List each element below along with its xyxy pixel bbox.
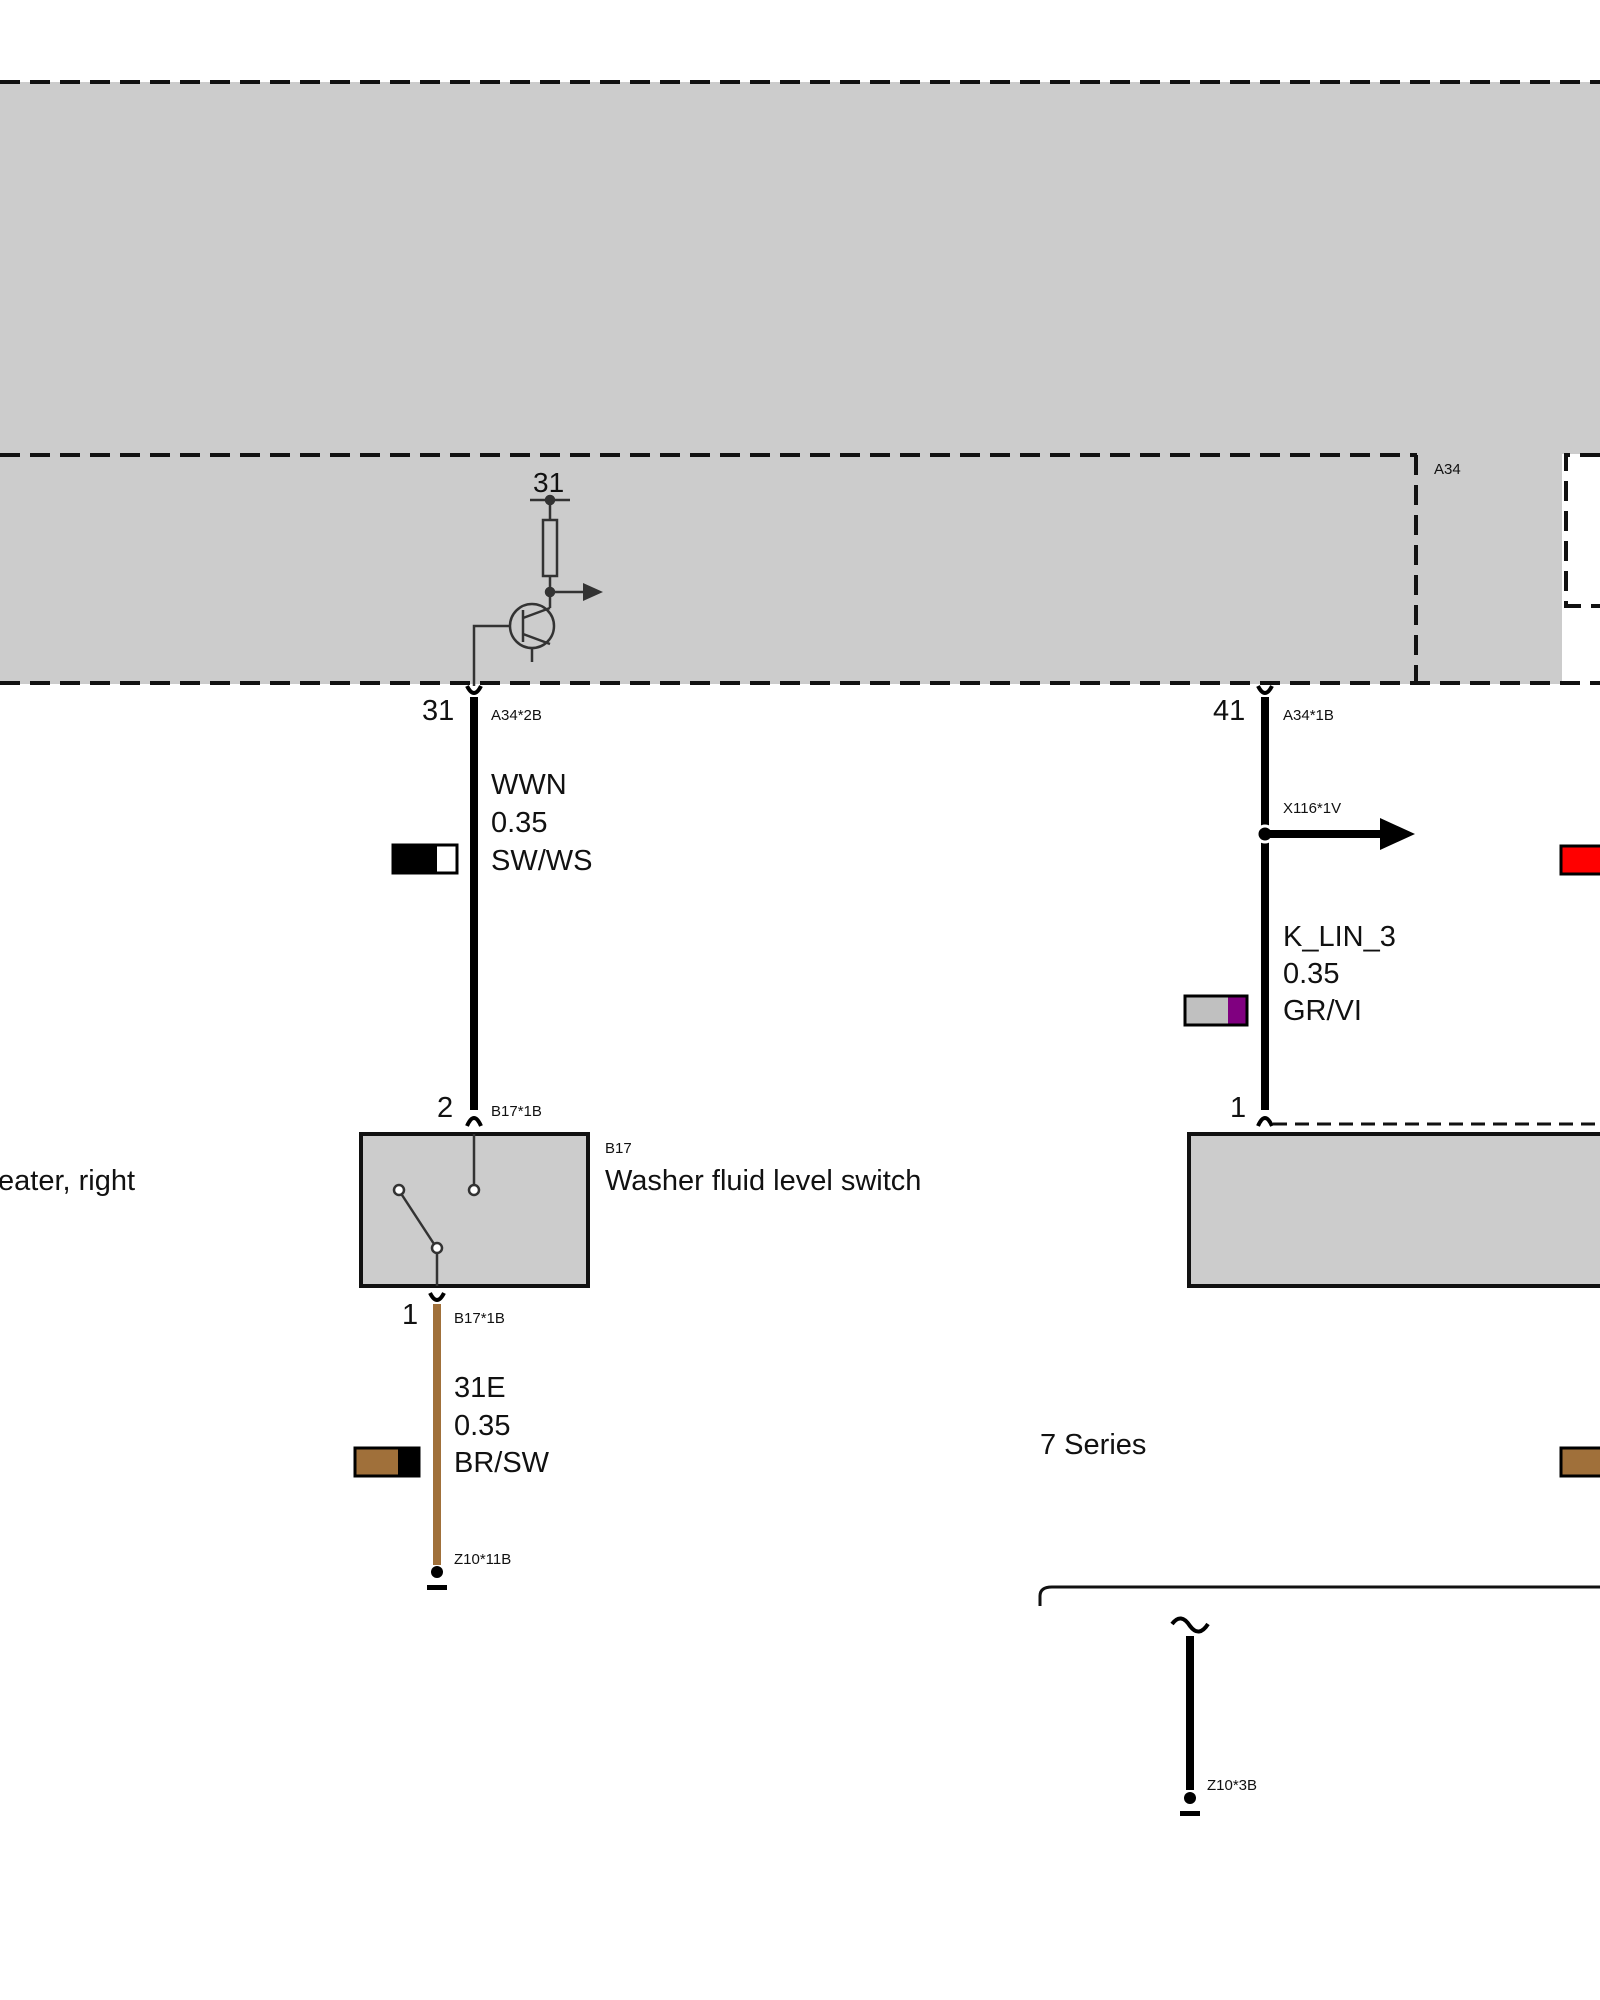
- switch-pivot-top: [392, 1183, 406, 1197]
- wire-31e-color-swatch: [353, 1446, 421, 1478]
- wire-k-lin-3-color-code: GR/VI: [1283, 995, 1362, 1027]
- wire-31e-color-code: BR/SW: [454, 1447, 550, 1479]
- wire-k-lin-3-color-swatch: [1183, 994, 1249, 1027]
- component-b17-id: B17: [605, 1140, 632, 1157]
- ground-z10-3b-node: [1184, 1792, 1196, 1804]
- connector-a34-31-icon: [465, 685, 483, 695]
- wire-wwn: 31 A34*2B WWN 0.35 SW/WS 2 B17*1B: [391, 685, 593, 1127]
- module-a34-label: A34: [1434, 461, 1461, 478]
- component-b17: B17 Washer fluid level switch: [359, 1132, 921, 1288]
- connector-b17-2-icon: [465, 1116, 483, 1127]
- splice-x116-label: X116*1V: [1283, 800, 1341, 817]
- connector-b17-1-icon: [428, 1292, 446, 1302]
- component-left-partial-name: eater, right: [0, 1165, 135, 1197]
- connector-a34-41-icon: [1256, 685, 1274, 695]
- module-a34-notch-fill: [1418, 454, 1562, 684]
- ground-z10-3b-label: Z10*3B: [1207, 1777, 1257, 1794]
- component-right-box: [1187, 1132, 1600, 1288]
- component-right: [1187, 1122, 1600, 1288]
- ground-z10-11b-label: Z10*11B: [454, 1551, 511, 1568]
- pin-b17-2-number: 2: [437, 1092, 453, 1124]
- module-a34-corner-white: [1563, 454, 1600, 608]
- series-bracket: [1038, 1585, 1600, 1606]
- pin-a34-41-connector: A34*1B: [1283, 707, 1334, 724]
- switch-pivot-bottom: [430, 1241, 444, 1255]
- transistor-collector: [522, 606, 551, 620]
- wire-wwn-size: 0.35: [491, 807, 547, 839]
- wire-wwn-color-swatch: [391, 843, 459, 875]
- ground-z10-11b-icon: [427, 1585, 447, 1590]
- wire-wwn-color-code: SW/WS: [491, 845, 593, 877]
- pin-b17-2-connector: B17*1B: [491, 1103, 542, 1120]
- connector-right-1-icon: [1256, 1116, 1274, 1127]
- wire-31e-signal: 31E: [454, 1372, 506, 1404]
- wire-wwn-signal: WWN: [491, 769, 567, 801]
- wire-k-lin-3: X116*1V 41 A34*1B K_LIN_3 0.35 GR/VI 1: [1183, 685, 1415, 1127]
- internal-ground-label: 31: [533, 467, 564, 498]
- base-wire: [472, 624, 510, 686]
- series-group: 7 Series Z10*3B: [1038, 1429, 1600, 1816]
- transistor-emitter: [522, 632, 551, 646]
- series-note: 7 Series: [1040, 1429, 1146, 1461]
- wire-k-lin-3-signal: K_LIN_3: [1283, 921, 1396, 953]
- driver-output-arrow-icon: [583, 583, 603, 601]
- pin-a34-31-number: 31: [422, 695, 454, 727]
- wire-31e: 1 B17*1B 31E 0.35 BR/SW Z10*11B: [353, 1292, 550, 1590]
- pin-a34-31-connector: A34*2B: [491, 707, 542, 724]
- offpage-red-swatch: [1559, 844, 1600, 876]
- pin-b17-1-connector: B17*1B: [454, 1310, 505, 1327]
- switch-blade-icon: [400, 1194, 436, 1245]
- wire-k-lin-3-size: 0.35: [1283, 958, 1339, 990]
- module-a34-lower: [0, 454, 1600, 684]
- module-a34: A34: [0, 80, 1600, 685]
- pin-right-1-number: 1: [1230, 1092, 1246, 1124]
- pin-b17-1-number: 1: [402, 1299, 418, 1331]
- switch-contact-icon: [467, 1183, 481, 1197]
- module-a34-upper: [0, 82, 1600, 454]
- module-a34-right-bracket: [1564, 453, 1600, 608]
- wire-break-icon: [1170, 1616, 1210, 1634]
- pin-a34-41-number: 41: [1213, 695, 1245, 727]
- splice-x116-arrow-icon: [1380, 818, 1415, 850]
- internal-driver: 31: [472, 467, 603, 686]
- ground-z10-3b-icon: [1180, 1811, 1200, 1816]
- wire-31e-size: 0.35: [454, 1410, 510, 1442]
- ground-z10-11b-node: [431, 1566, 443, 1578]
- component-b17-name: Washer fluid level switch: [605, 1165, 921, 1197]
- offpage-brown-swatch: [1559, 1446, 1600, 1478]
